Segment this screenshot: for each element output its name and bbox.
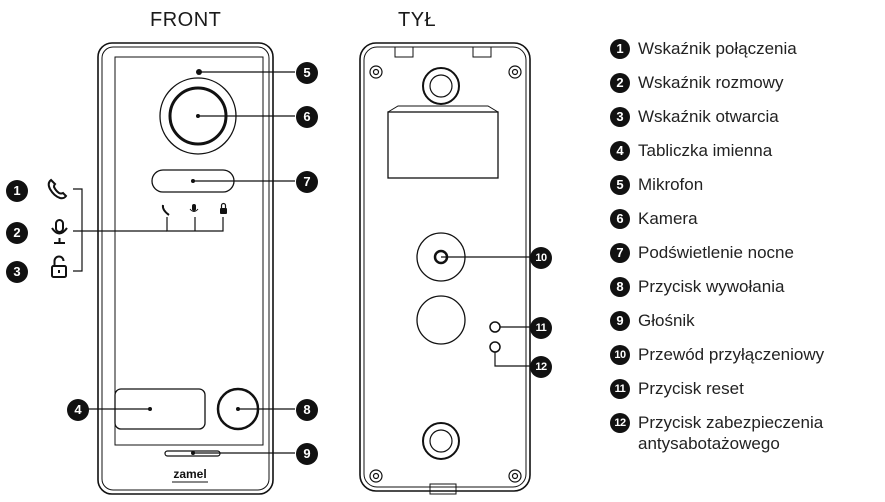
legend-number: 3 (610, 107, 630, 127)
legend-label-line1: Przycisk zabezpieczenia (638, 413, 824, 432)
badge-2: 2 (6, 222, 28, 244)
legend-label: Przycisk zabezpieczenia antysabotażowego (638, 412, 823, 454)
badge-12: 12 (530, 356, 552, 378)
legend-item: 6 Kamera (610, 208, 698, 229)
front-panel (97, 42, 274, 495)
legend-number: 5 (610, 175, 630, 195)
badge-3: 3 (6, 261, 28, 283)
legend-label: Tabliczka imienna (638, 141, 773, 160)
legend-number: 9 (610, 311, 630, 331)
legend-item: 12 Przycisk zabezpieczenia antysabotażoweg… (610, 412, 823, 454)
legend-number: 10 (610, 345, 630, 365)
badge-11: 11 (530, 317, 552, 339)
phone-icon (47, 178, 68, 200)
legend-number: 6 (610, 209, 630, 229)
front-indicator-icons (161, 202, 227, 216)
legend-item: 3 Wskaźnik otwarcia (610, 106, 779, 127)
brand-logo: zamel (173, 467, 206, 481)
legend-label: Podświetlenie nocne (638, 243, 794, 262)
back-screw-holes (369, 65, 522, 483)
badge-10: 10 (530, 247, 552, 269)
badge-1: 1 (6, 180, 28, 202)
front-callouts (86, 71, 295, 455)
back-heading: TYŁ (398, 9, 437, 31)
legend-item: 10 Przewód przyłączeniowy (610, 344, 824, 365)
legend-item: 8 Przycisk wywołania (610, 276, 784, 297)
front-heading: FRONT (150, 9, 222, 31)
legend-item: 9 Głośnik (610, 310, 695, 331)
legend-label: Mikrofon (638, 175, 704, 194)
legend-label: Przycisk wywołania (638, 277, 785, 296)
badge-7: 7 (296, 171, 318, 193)
legend-item: 4 Tabliczka imienna (610, 140, 772, 161)
legend-label: Przycisk reset (638, 379, 744, 398)
legend-item: 2 Wskaźnik rozmowy (610, 72, 783, 93)
legend-label: Wskaźnik połączenia (638, 39, 797, 58)
legend-label: Kamera (638, 209, 698, 228)
legend-number: 2 (610, 73, 630, 93)
badge-9: 9 (296, 443, 318, 465)
legend-number: 4 (610, 141, 630, 161)
back-panel (359, 42, 531, 495)
tamper-button (489, 341, 501, 353)
back-callouts (441, 256, 530, 367)
badge-6: 6 (296, 106, 318, 128)
legend-number: 12 (610, 413, 630, 433)
legend-item: 5 Mikrofon (610, 174, 703, 195)
padlock-icon (51, 255, 67, 278)
microphone-icon (51, 219, 68, 244)
legend-item: 7 Podświetlenie nocne (610, 242, 794, 263)
legend-label: Wskaźnik otwarcia (638, 107, 779, 126)
legend-label: Wskaźnik rozmowy (638, 73, 784, 92)
speaker-back (416, 295, 466, 345)
badge-8: 8 (296, 399, 318, 421)
legend-label-line2: antysabotażowego (638, 434, 780, 453)
badge-5: 5 (296, 62, 318, 84)
legend-item: 11 Przycisk reset (610, 378, 744, 399)
legend-number: 1 (610, 39, 630, 59)
legend-number: 7 (610, 243, 630, 263)
legend-number: 11 (610, 379, 630, 399)
legend-number: 8 (610, 277, 630, 297)
reset-button (489, 321, 501, 333)
icon-bracket (73, 188, 83, 272)
legend-label: Przewód przyłączeniowy (638, 345, 825, 364)
legend-item: 1 Wskaźnik połączenia (610, 38, 797, 59)
legend-label: Głośnik (638, 311, 695, 330)
badge-4: 4 (67, 399, 89, 421)
